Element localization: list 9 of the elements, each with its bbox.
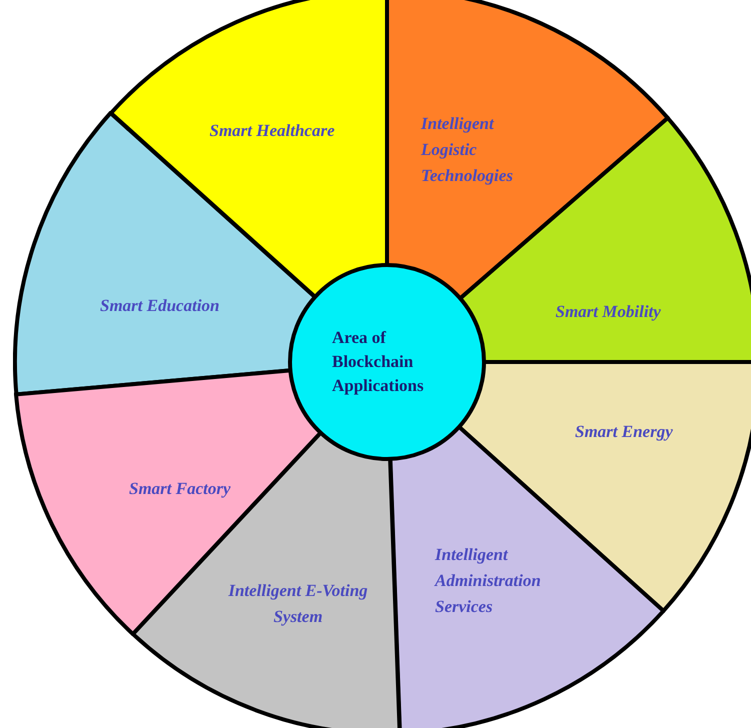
segment-label: Intelligent E-Voting System bbox=[227, 580, 369, 628]
segment-label: Intelligent Logistic Technologies bbox=[421, 113, 514, 187]
segment-label: Smart Healthcare bbox=[210, 120, 335, 142]
segment-label: Smart Factory bbox=[129, 478, 231, 500]
segment-label: Intelligent Administration Services bbox=[435, 544, 542, 618]
segment-label: Smart Education bbox=[100, 295, 220, 317]
segment-label: Smart Mobility bbox=[556, 301, 661, 323]
center-label: Area of Blockchain Applications bbox=[332, 327, 425, 397]
segment-label: Smart Energy bbox=[575, 421, 673, 443]
